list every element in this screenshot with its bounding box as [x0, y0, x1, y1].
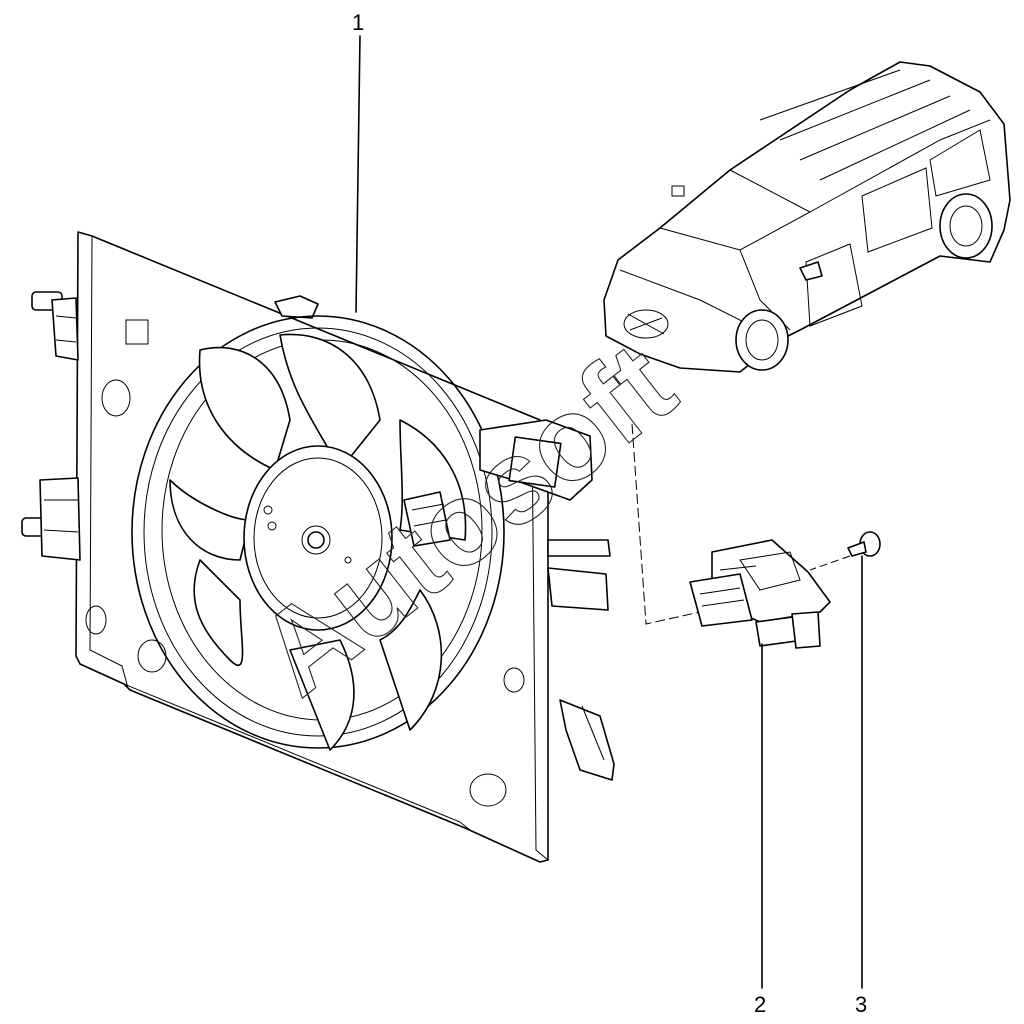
callout-3: 3 — [855, 992, 867, 1017]
left-pin-upper — [31, 291, 79, 361]
right-tabs — [547, 539, 615, 781]
fan-hub — [243, 445, 393, 631]
callout-1: 1 — [352, 10, 364, 35]
fan-resistor[interactable] — [689, 539, 831, 649]
screw[interactable] — [809, 531, 881, 571]
callout-leaders — [355, 35, 863, 989]
fan-shroud-assembly[interactable] — [21, 231, 701, 863]
fan-ring — [131, 315, 505, 749]
vehicle-sketch — [603, 61, 1011, 373]
left-pin-lower — [21, 477, 81, 561]
callout-2: 2 — [754, 992, 766, 1017]
fan-blades — [169, 333, 467, 751]
